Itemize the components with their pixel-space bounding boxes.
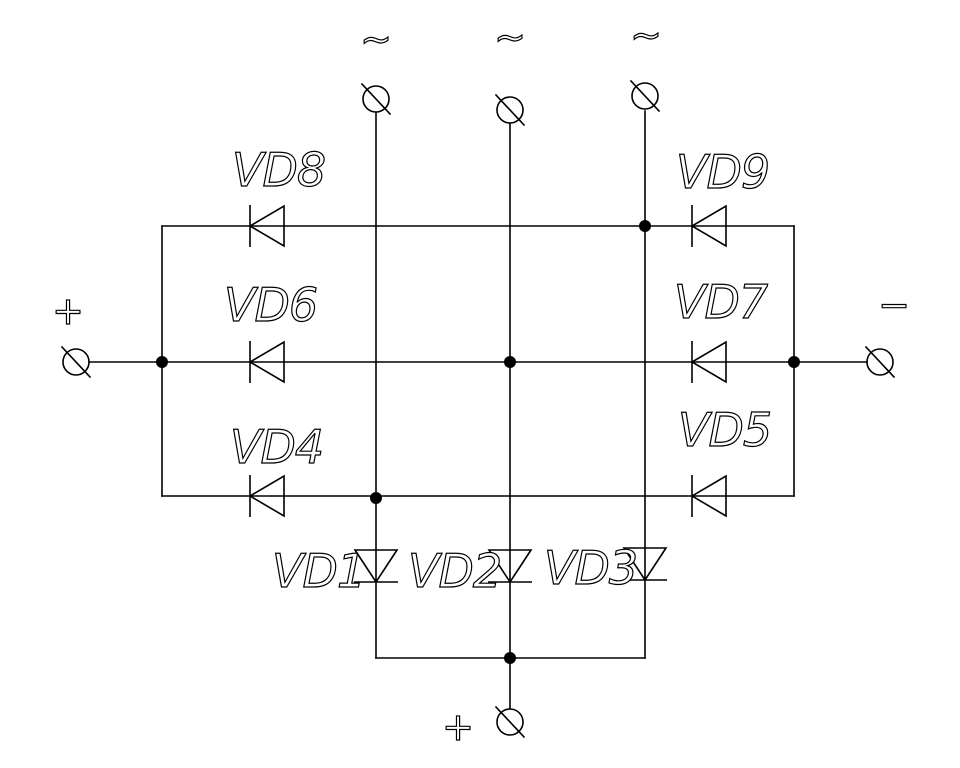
label-vd7: VD7 — [674, 275, 768, 329]
terminal-ac-phase-3 — [629, 79, 661, 113]
diode-vd2-symbol — [487, 549, 533, 584]
diode-vd4-symbol — [248, 474, 285, 518]
label-vd4: VD4 — [230, 420, 323, 474]
diode-labels: VD8 VD6 VD4 VD9 VD7 VD5 VD1 VD2 VD3 — [223, 142, 772, 598]
diode-vd7-symbol — [690, 340, 727, 384]
minus-symbol-right: − — [878, 283, 910, 327]
ac-symbol-phase-1: ~ — [360, 17, 392, 61]
label-vd1: VD1 — [272, 544, 365, 598]
label-vd3: VD3 — [544, 541, 637, 595]
label-vd8: VD8 — [232, 143, 325, 197]
label-vd2: VD2 — [408, 544, 501, 598]
diode-vd5-symbol — [690, 474, 727, 518]
terminal-right-output — [864, 345, 896, 379]
terminal-symbols: ~ ~ ~ + − + — [51, 12, 910, 749]
label-vd9: VD9 — [676, 145, 769, 199]
junctions — [156, 220, 800, 664]
terminal-left-output — [60, 345, 92, 379]
junction-dot — [504, 356, 516, 368]
junction-dot — [370, 492, 382, 504]
label-vd5: VD5 — [678, 403, 771, 457]
junction-dot — [788, 356, 800, 368]
diode-vd8-symbol — [248, 204, 285, 248]
ac-symbol-phase-3: ~ — [630, 13, 662, 57]
diode-vd6-symbol — [248, 340, 285, 384]
terminal-ac-phase-1 — [360, 82, 392, 116]
junction-dot — [156, 356, 168, 368]
plus-symbol-bottom: + — [442, 705, 474, 749]
label-vd6: VD6 — [224, 278, 317, 332]
diode-vd9-symbol — [690, 204, 727, 248]
diodes — [248, 204, 727, 584]
diode-vd3-symbol — [622, 547, 668, 582]
ac-symbol-phase-2: ~ — [494, 15, 526, 59]
terminals — [60, 79, 896, 739]
plus-symbol-left: + — [52, 289, 84, 333]
terminal-ac-phase-2 — [494, 93, 526, 127]
diode-vd1-symbol — [353, 549, 399, 584]
terminal-bottom-output — [494, 705, 526, 739]
junction-dot — [504, 652, 516, 664]
junction-dot — [639, 220, 651, 232]
